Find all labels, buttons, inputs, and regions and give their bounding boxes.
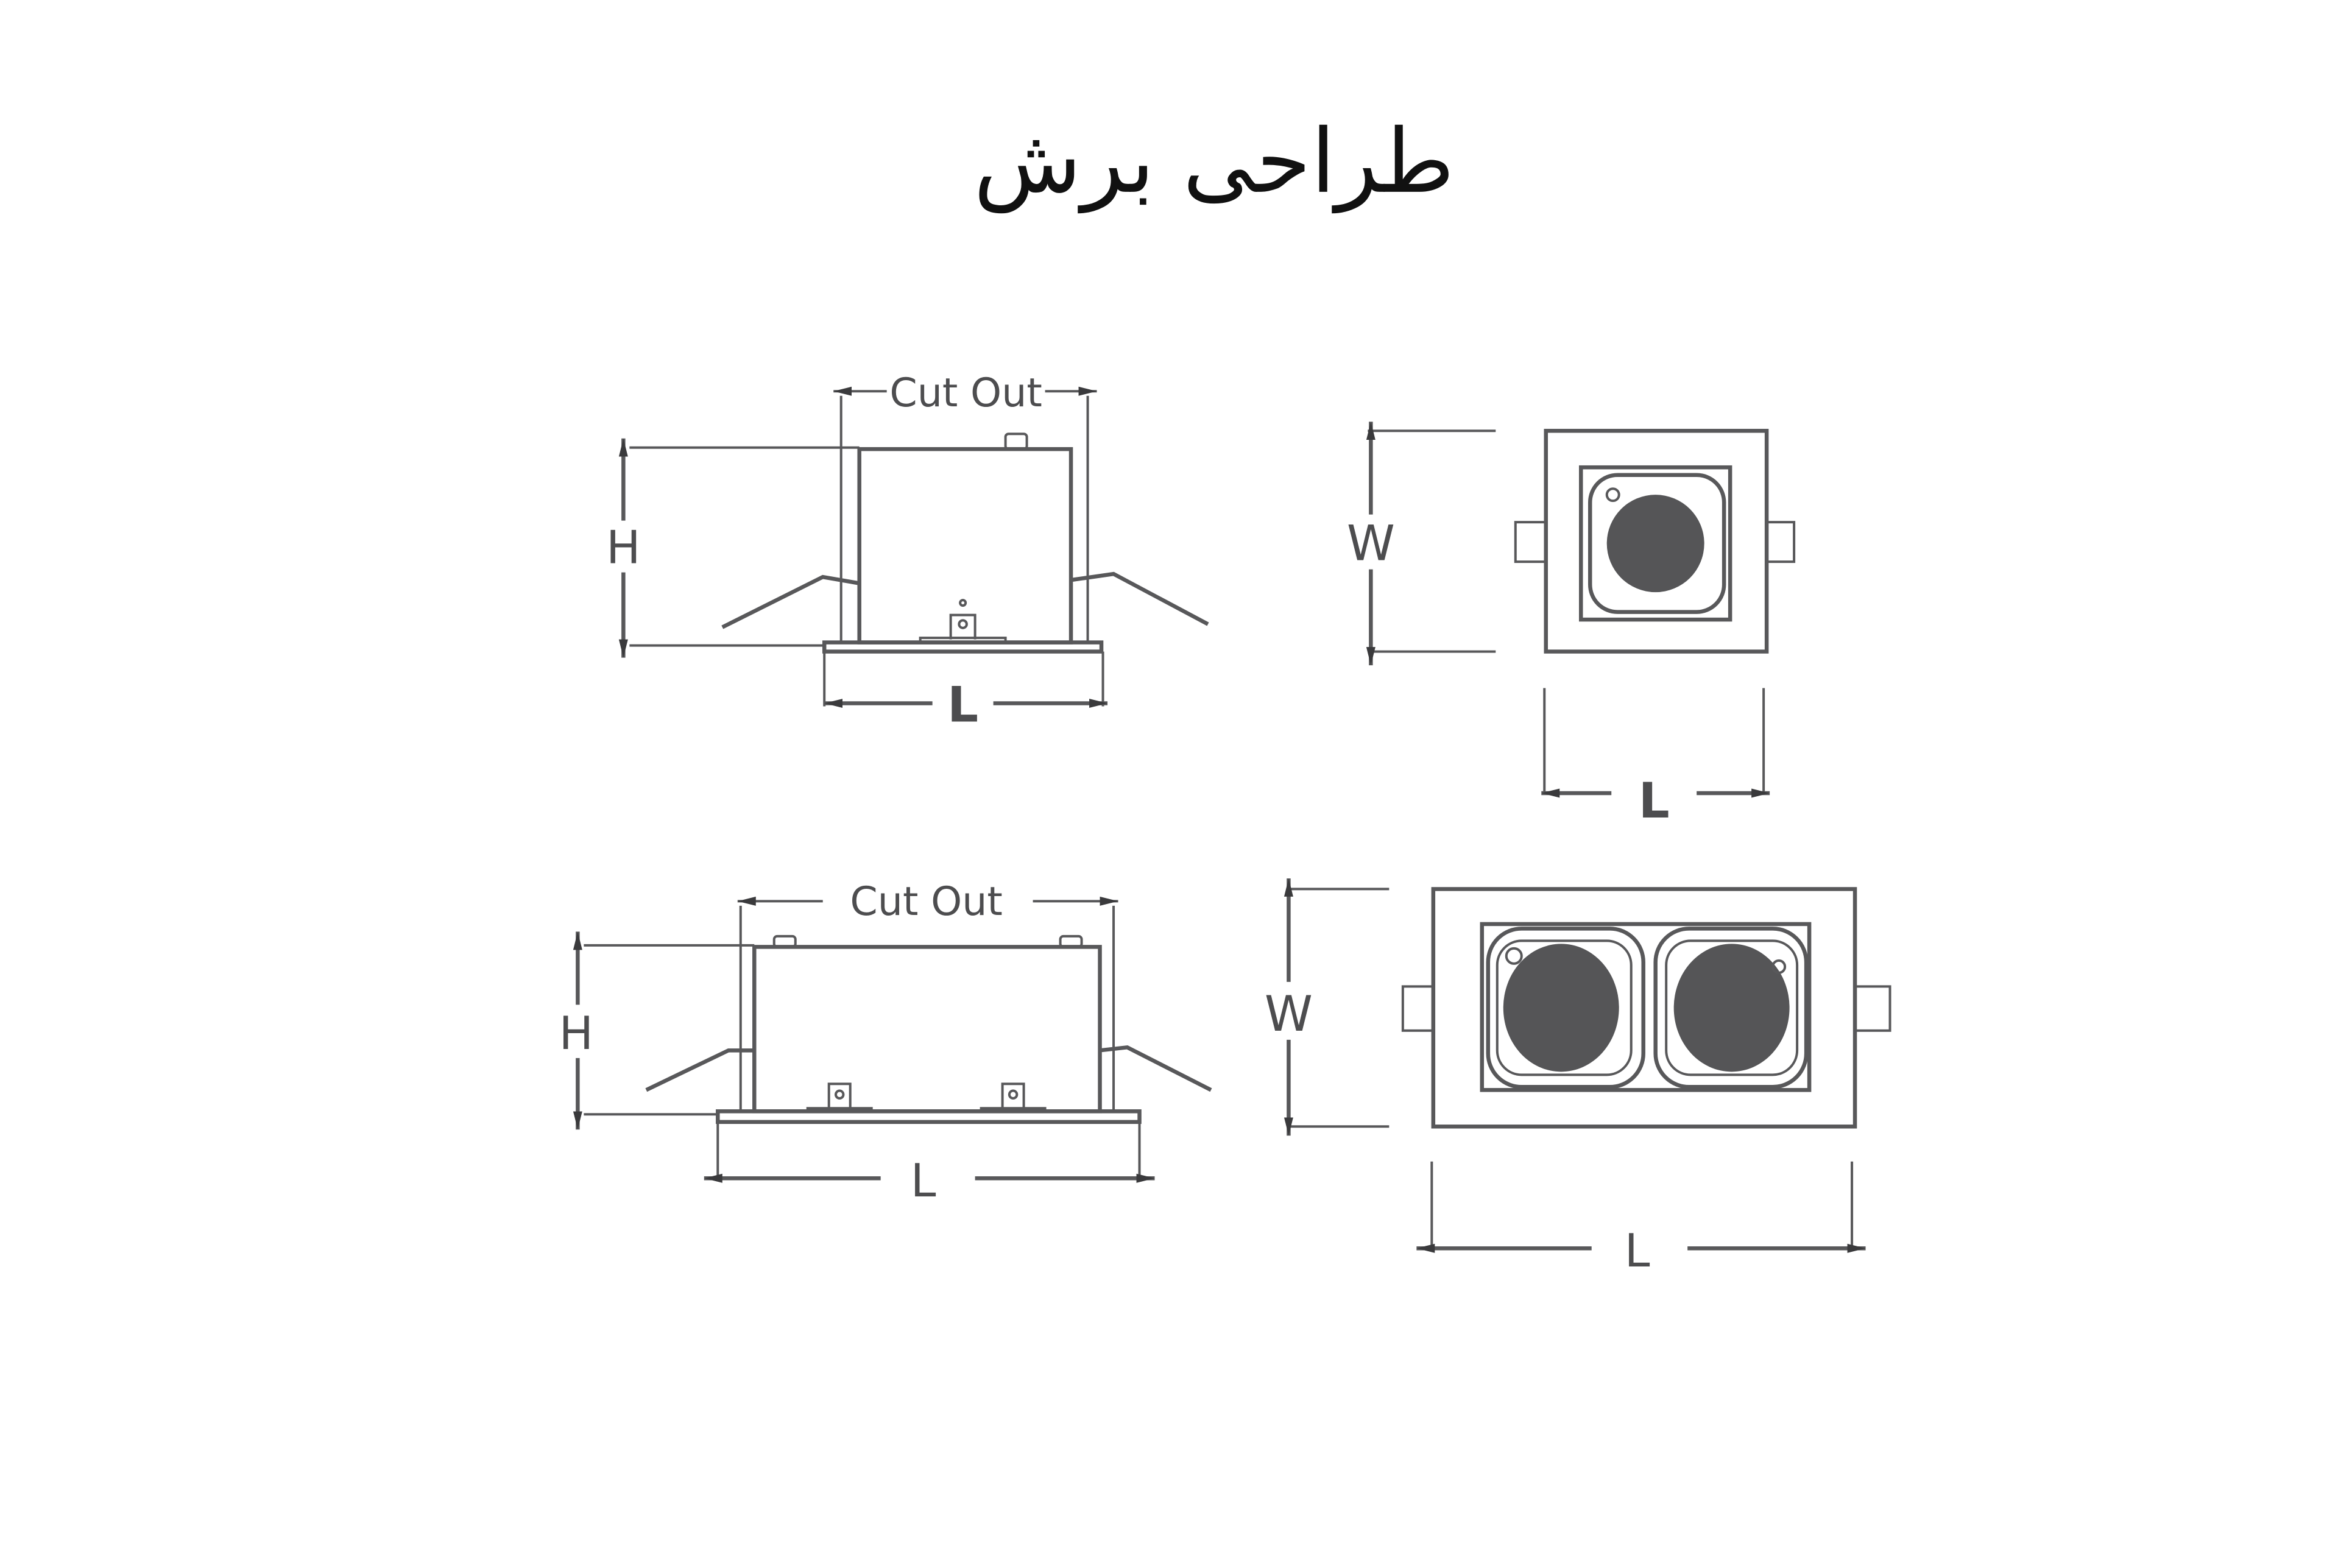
length-label: L xyxy=(1625,1224,1650,1277)
height-label: H xyxy=(606,521,640,574)
width-label: W xyxy=(1347,515,1395,572)
width-label: W xyxy=(1265,986,1313,1042)
spring-clip xyxy=(1070,571,1209,626)
length-label: L xyxy=(1639,772,1670,829)
bracket xyxy=(980,1082,1047,1112)
cutout-label: Cut Out xyxy=(850,879,1002,925)
spring-clip xyxy=(721,574,858,629)
page-title: طراحی برش xyxy=(973,110,1454,214)
double-top-view: W L xyxy=(1265,878,1891,1277)
height-label: H xyxy=(559,1006,593,1060)
single-top-view: W L xyxy=(1347,422,1796,829)
spring-clip xyxy=(1100,1045,1212,1092)
lens xyxy=(1503,944,1619,1072)
lens xyxy=(1606,495,1704,593)
single-side-view: Cut Out H L xyxy=(606,370,1209,733)
cutout-label: Cut Out xyxy=(889,370,1042,416)
spring-clip xyxy=(645,1048,753,1092)
bracket xyxy=(806,1082,873,1112)
length-label: L xyxy=(947,677,978,733)
bracket xyxy=(919,613,1007,643)
length-label: L xyxy=(911,1154,936,1207)
double-side-view: Cut Out H L xyxy=(559,879,1212,1207)
lens xyxy=(1673,944,1790,1072)
